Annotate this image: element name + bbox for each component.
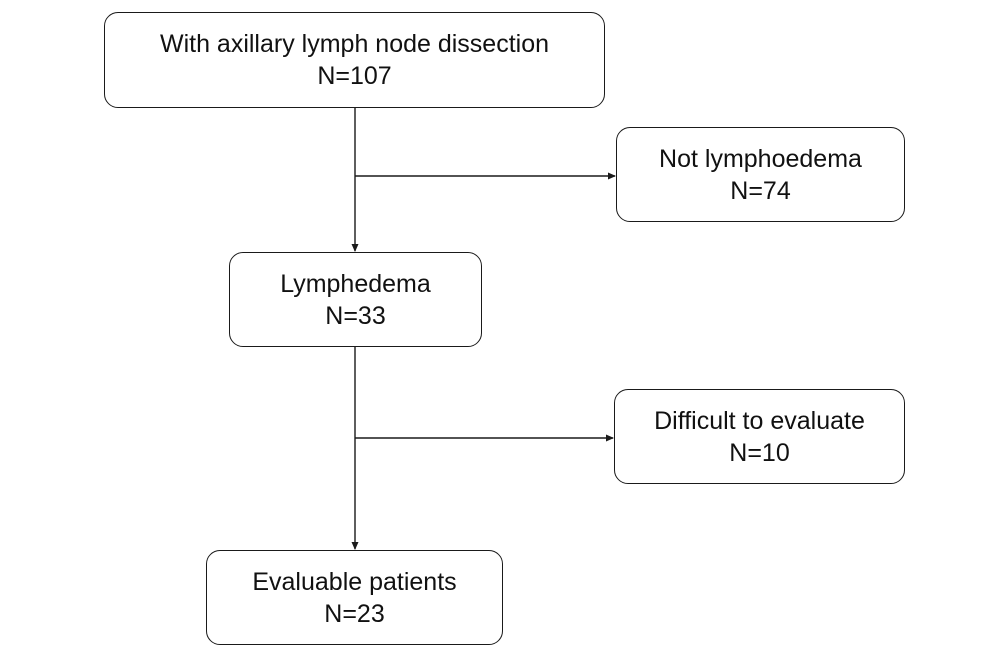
node-axillary-dissection: With axillary lymph node dissection N=10…	[104, 12, 605, 108]
node-evaluable-patients: Evaluable patients N=23	[206, 550, 503, 645]
node-label: Not lymphoedema	[659, 144, 862, 173]
node-label: Difficult to evaluate	[654, 406, 865, 435]
node-label: Lymphedema	[280, 269, 431, 298]
node-count: N=74	[730, 176, 791, 205]
node-count: N=23	[324, 599, 385, 628]
node-label: With axillary lymph node dissection	[159, 30, 550, 58]
node-difficult-to-evaluate: Difficult to evaluate N=10	[614, 389, 905, 484]
node-count: N=10	[729, 438, 790, 467]
node-lymphedema: Lymphedema N=33	[229, 252, 482, 347]
node-not-lymphoedema: Not lymphoedema N=74	[616, 127, 905, 222]
node-count: N=107	[317, 62, 392, 90]
node-count: N=33	[325, 301, 386, 330]
node-label: Evaluable patients	[252, 567, 457, 596]
